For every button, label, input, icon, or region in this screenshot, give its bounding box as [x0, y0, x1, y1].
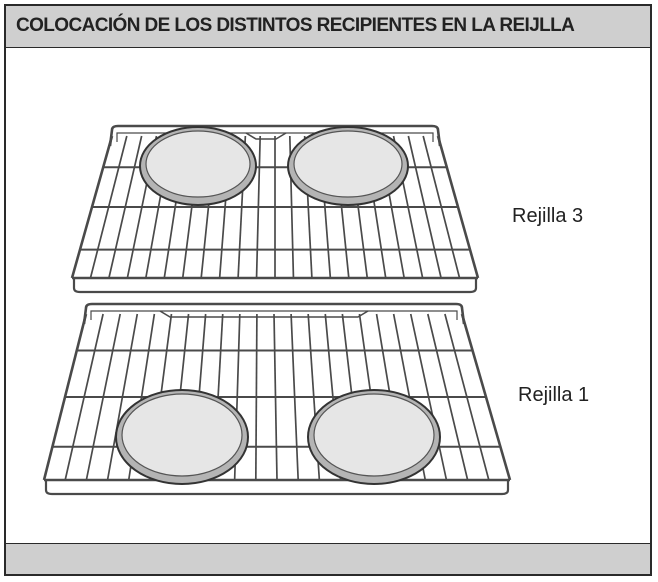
grid-wire	[426, 313, 469, 481]
grid-wire	[409, 313, 448, 481]
round-pan-1-base	[121, 393, 243, 477]
grid-wire	[106, 313, 139, 481]
rack-1-illustration	[42, 302, 512, 496]
figure-title: COLOCACIÓN DE LOS DISTINTOS RECIPIENTES …	[16, 15, 575, 36]
round-pan-2-base	[313, 393, 435, 477]
grid-wire	[254, 313, 258, 481]
title-bar: COLOCACIÓN DE LOS DISTINTOS RECIPIENTES …	[6, 6, 650, 48]
round-pan-2-base	[293, 130, 403, 198]
rack-3-label: Rejilla 3	[512, 205, 584, 227]
grid-wire	[64, 313, 104, 481]
grid-wire	[273, 313, 278, 481]
rail-bracket	[159, 310, 369, 318]
rail-bracket	[245, 132, 287, 140]
round-pan-1-base	[145, 130, 251, 198]
front-lip	[72, 278, 478, 294]
grid-wire	[422, 135, 461, 279]
back-rail	[108, 124, 442, 147]
back-rail	[82, 302, 466, 325]
front-lip	[44, 480, 510, 496]
back-rail-inner	[116, 132, 434, 142]
grid-wire	[85, 313, 122, 481]
back-rail-inner	[90, 310, 458, 320]
grid-wire	[290, 313, 300, 481]
grid-wire	[444, 313, 490, 481]
grid-wire	[89, 135, 128, 279]
rack-1-label: Rejilla 1	[518, 384, 590, 406]
grid-wire	[108, 135, 143, 279]
grid-wire	[255, 135, 262, 279]
footer-band	[6, 543, 650, 574]
rack-3-illustration	[70, 124, 480, 294]
grid-wire	[407, 135, 442, 279]
